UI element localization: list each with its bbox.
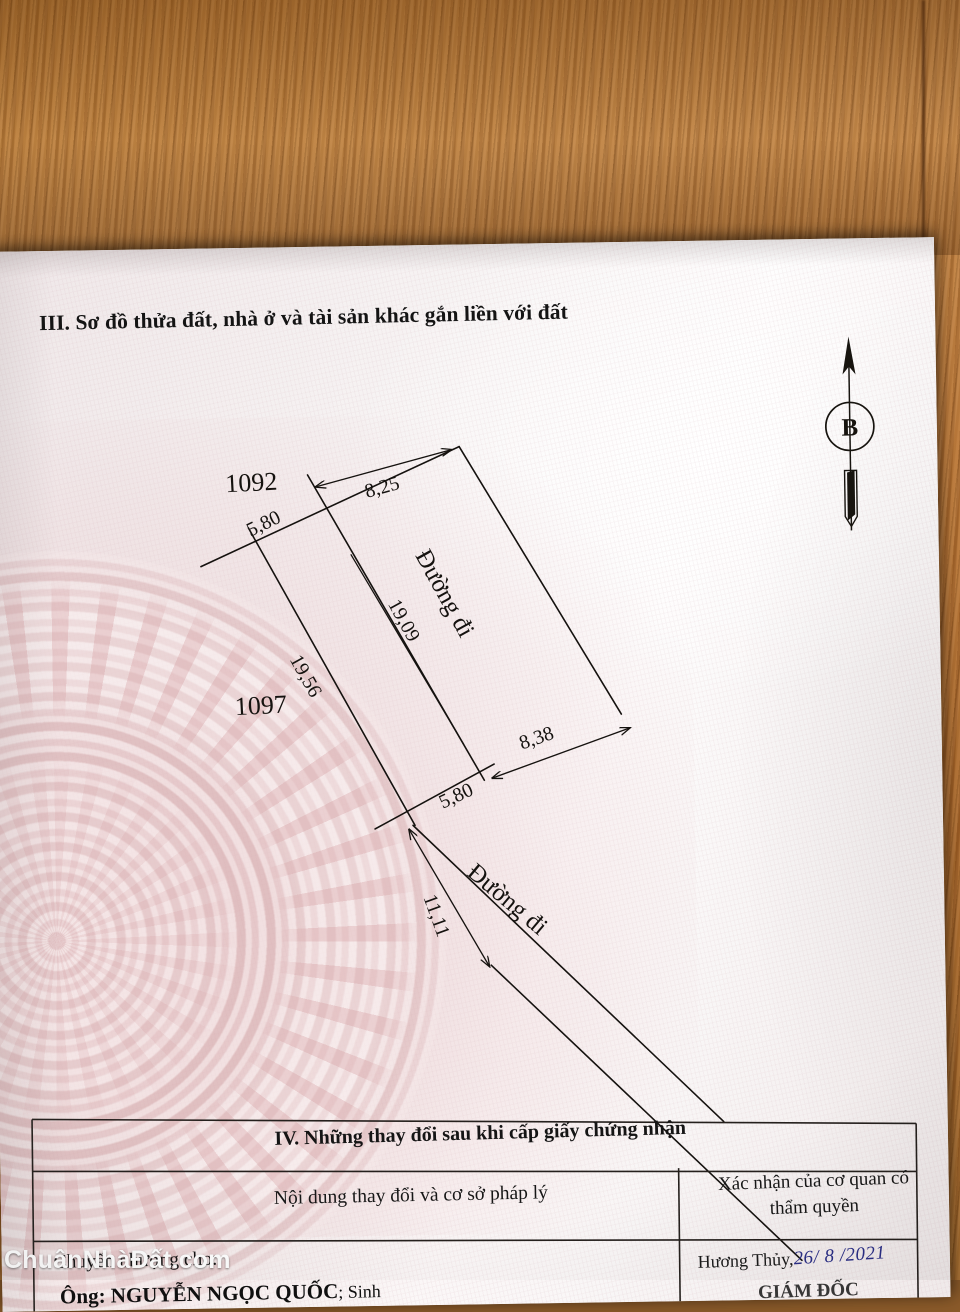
issuing-place-text: Hương Thủy, [697,1248,794,1272]
table-col2-header: Xác nhận của cơ quan có thẩm quyền [717,1167,910,1219]
handwritten-date: 26/ 8 /2021 [792,1242,886,1270]
transferee-name-suffix: ; Sinh [338,1281,381,1302]
compass-label: B [841,414,858,441]
transferee-name-text: Ông: NGUYỄN NGỌC QUỐC [59,1278,339,1309]
site-watermark: ChuânNhàĐất.com [4,1246,231,1274]
north-arrow-icon: B [813,330,886,546]
land-certificate-page: III. Sơ đồ thửa đất, nhà ở và tài sản kh… [0,237,951,1312]
section-iv-table: IV. Những thay đổi sau khi cấp giấy chứn… [30,1101,922,1312]
signer-title: GIÁM ĐỐC [757,1279,860,1304]
